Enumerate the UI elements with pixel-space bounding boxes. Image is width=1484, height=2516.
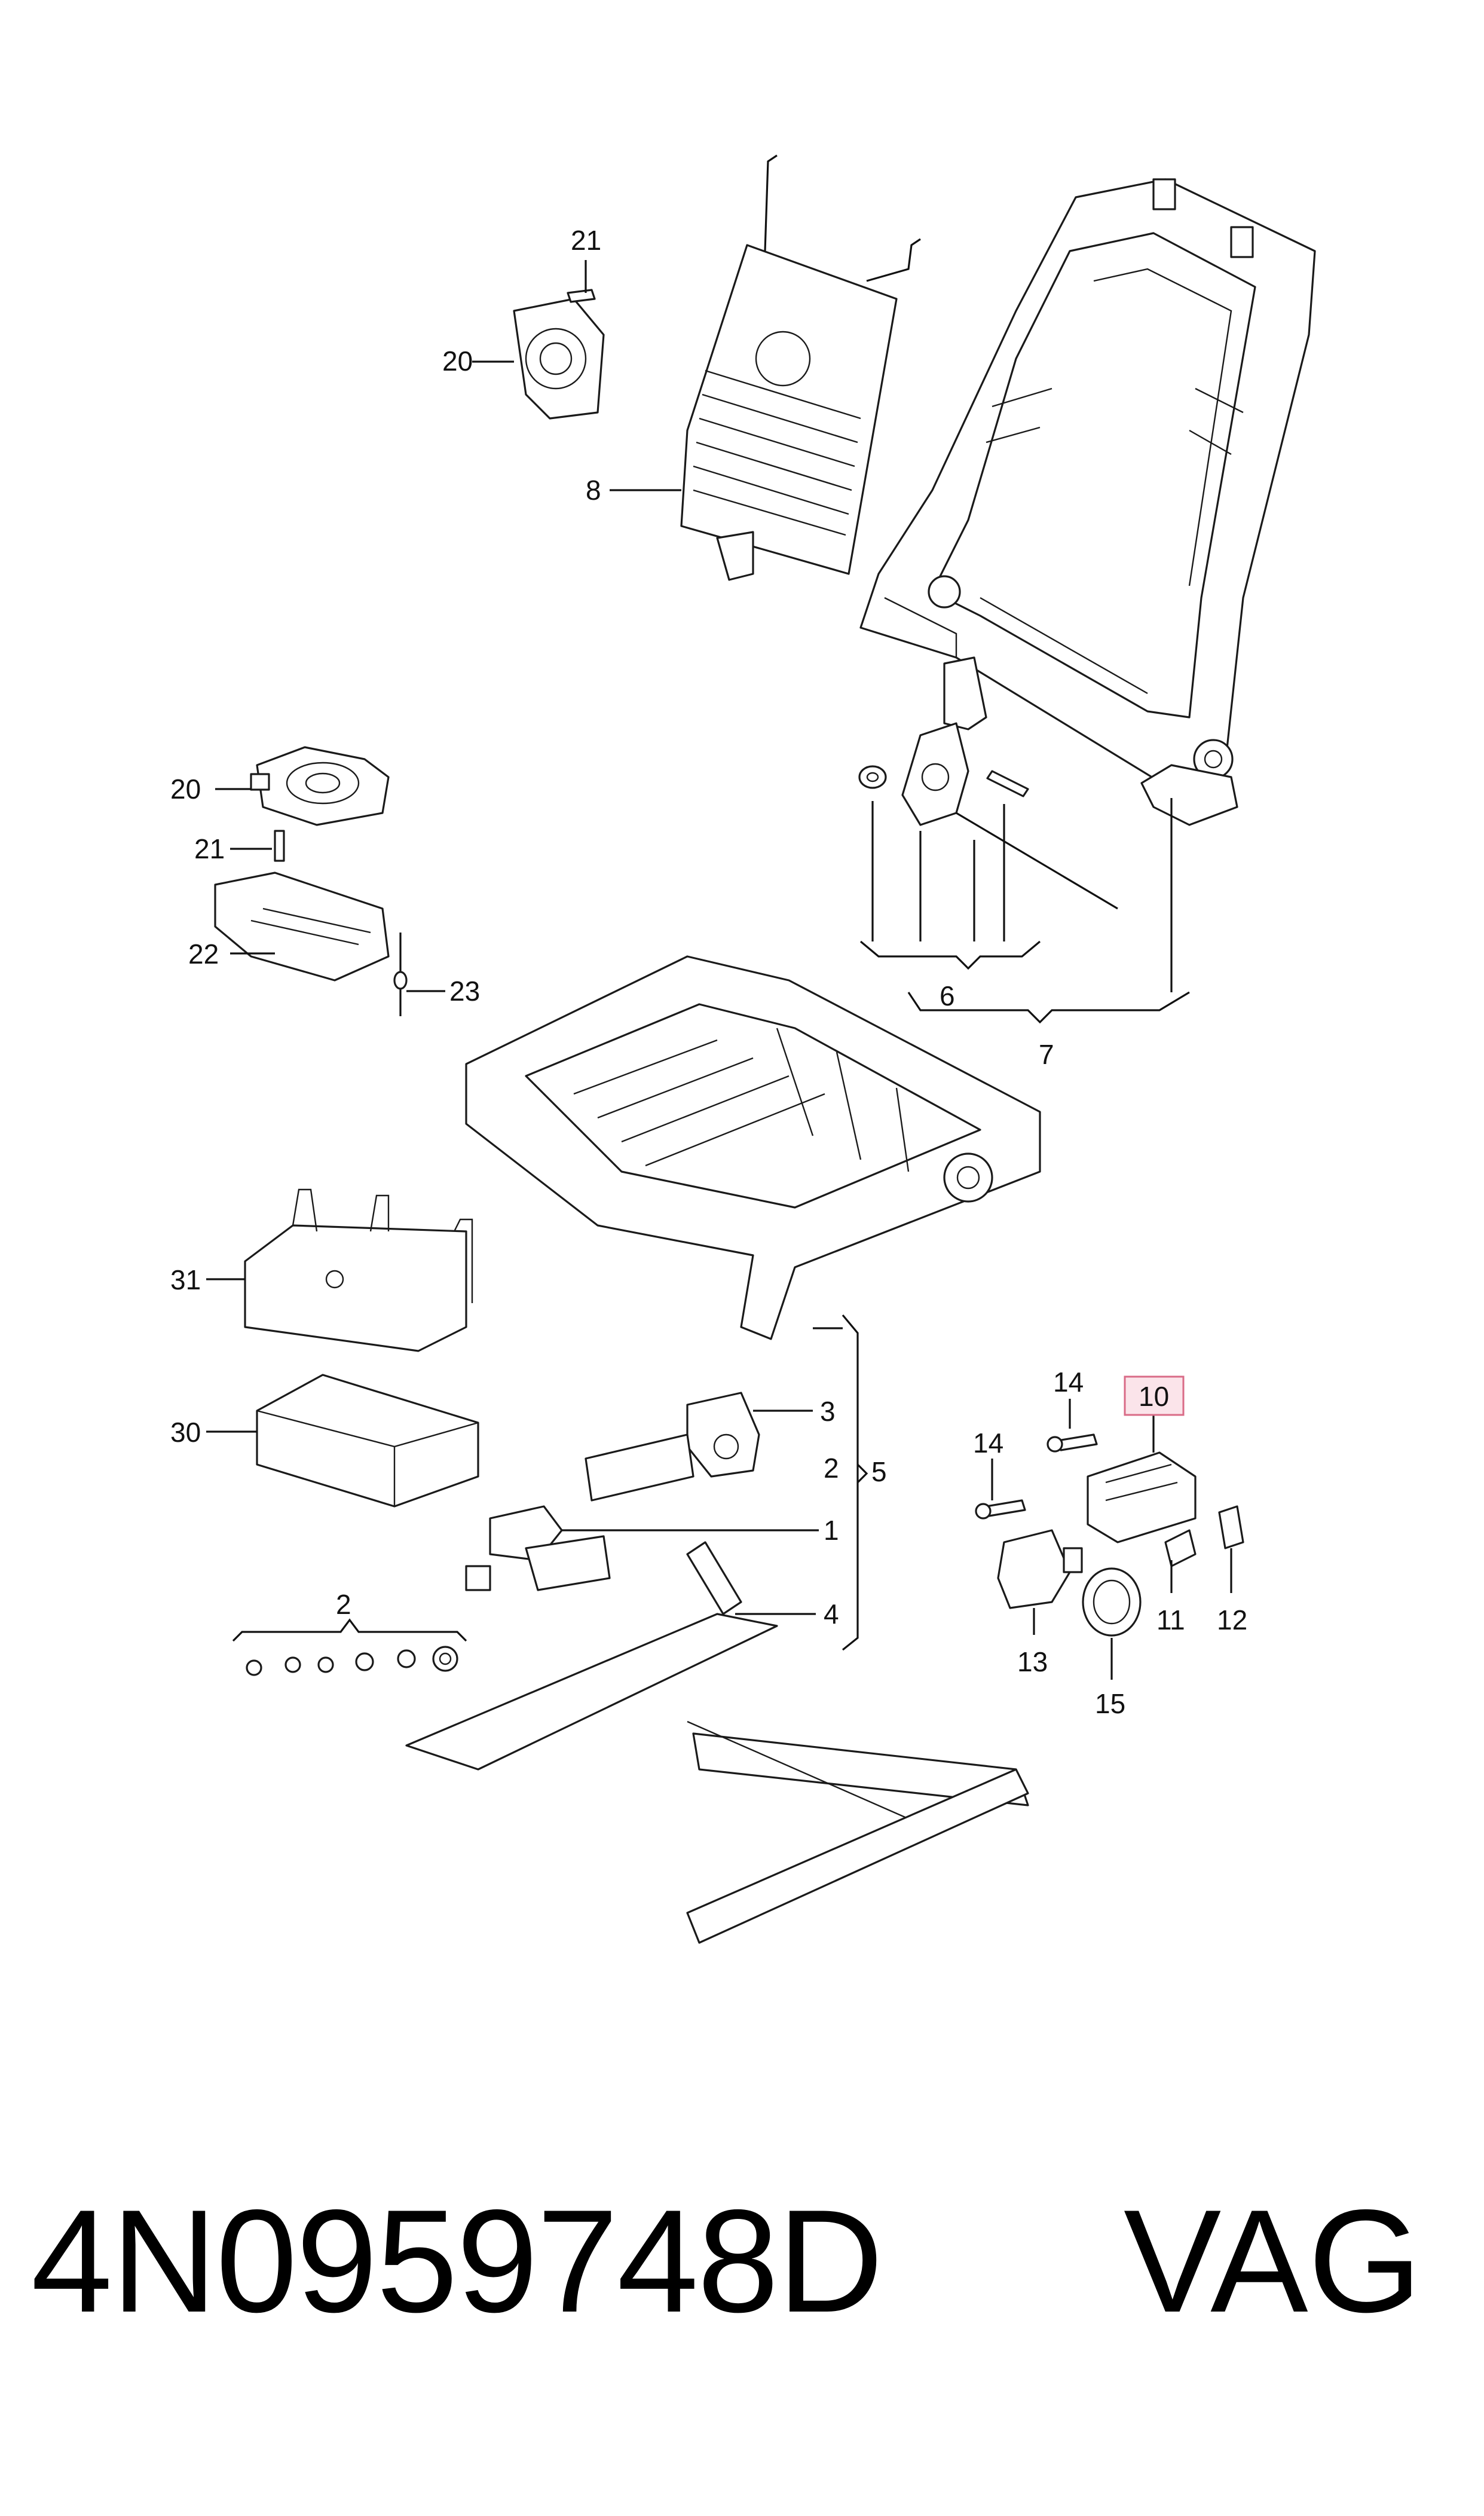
- label-4: 4: [824, 1598, 839, 1630]
- label-11: 11: [1156, 1604, 1185, 1635]
- label-6: 6: [940, 980, 955, 1011]
- label-13: 13: [1017, 1646, 1048, 1677]
- control-unit: [256, 1374, 479, 1508]
- backrest-frame: [859, 178, 1316, 826]
- label-20-mid: 20: [170, 774, 201, 805]
- label-21-top: 21: [571, 225, 601, 256]
- label-2-right: 2: [824, 1453, 839, 1484]
- motor-3: [585, 1392, 760, 1502]
- label-8: 8: [586, 475, 601, 506]
- lumbar-support: [680, 154, 921, 581]
- label-22: 22: [188, 938, 219, 970]
- label-10: 10: [1139, 1381, 1169, 1412]
- label-23: 23: [449, 976, 480, 1007]
- screws: [246, 1646, 458, 1676]
- leader-lines: [206, 260, 1232, 1680]
- label-15: 15: [1095, 1688, 1125, 1719]
- label-3: 3: [820, 1396, 836, 1427]
- bracket: [244, 1188, 473, 1352]
- label-12: 12: [1217, 1604, 1247, 1635]
- seat-frame: [465, 955, 1041, 1340]
- seat-rails: [405, 1541, 1029, 1944]
- recliner-parts: [858, 656, 1118, 910]
- label-30: 30: [170, 1417, 201, 1448]
- callout-labels: 21 20 8 20 21 22 23 6 7 31 30 3 2 5 1 4 …: [170, 225, 1247, 1719]
- label-14-lower: 14: [973, 1427, 1003, 1459]
- switch-assembly: [975, 1433, 1244, 1637]
- label-31: 31: [170, 1264, 201, 1295]
- label-1: 1: [824, 1515, 839, 1546]
- label-5: 5: [871, 1456, 887, 1487]
- fan-mid: [250, 746, 390, 862]
- part-number: 4N0959748D: [31, 2179, 883, 2343]
- label-7: 7: [1039, 1039, 1054, 1070]
- label-2-left: 2: [336, 1589, 351, 1620]
- motor-1: [465, 1505, 611, 1591]
- brand-name: VAG: [1124, 2179, 1422, 2343]
- fan-housing: [214, 872, 408, 1016]
- label-20-top: 20: [442, 346, 473, 377]
- fan-top: [513, 289, 605, 420]
- label-21-mid: 21: [194, 833, 225, 864]
- label-14-upper: 14: [1053, 1366, 1084, 1398]
- highlight-box: [1124, 1375, 1185, 1416]
